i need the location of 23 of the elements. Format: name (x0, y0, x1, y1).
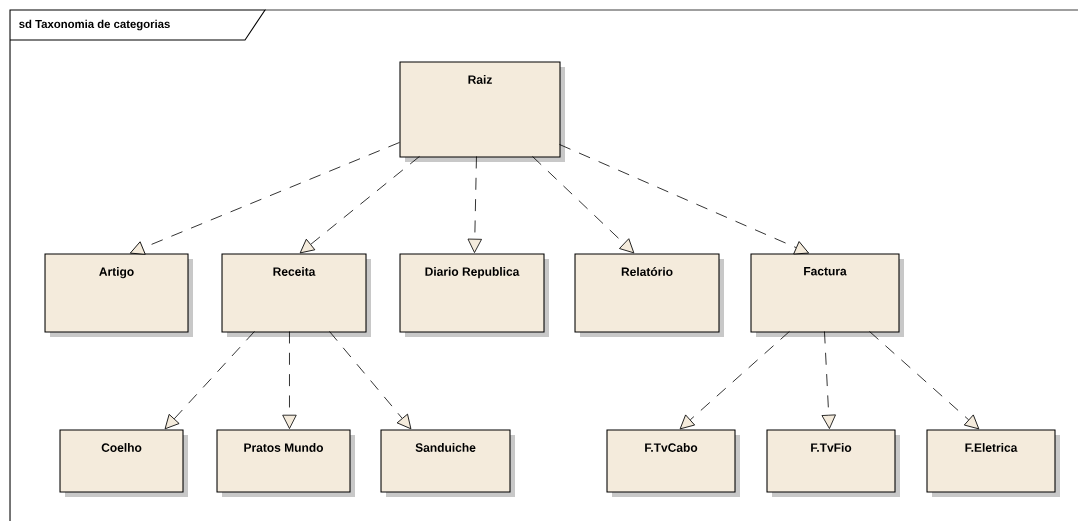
generalization-arrow (821, 331, 836, 429)
class-box: F.TvCabo (606, 429, 740, 497)
class-box: Artigo (44, 253, 193, 337)
class-box: F.Eletrica (926, 429, 1060, 497)
generalization-arrow (869, 331, 980, 430)
class-box: Sanduiche (380, 429, 515, 497)
generalization-arrow (679, 331, 790, 430)
class-box: Receita (221, 253, 371, 337)
generalization-arrow (467, 156, 482, 253)
generalization-arrow (532, 156, 635, 254)
class-box: Relatório (574, 253, 724, 337)
class-box: F.TvFio (766, 429, 900, 497)
generalization-arrow (559, 144, 810, 255)
generalization-arrow (282, 331, 297, 429)
generalization-arrow (164, 331, 255, 430)
class-box: Factura (750, 253, 904, 337)
class-box: Diario Republica (399, 253, 549, 337)
generalization-arrow (299, 156, 420, 254)
generalization-arrow (129, 142, 400, 255)
class-box: Raiz (399, 61, 565, 162)
generalization-arrow (329, 331, 412, 430)
class-box: Coelho (59, 429, 188, 497)
class-box: Pratos Mundo (216, 429, 355, 497)
